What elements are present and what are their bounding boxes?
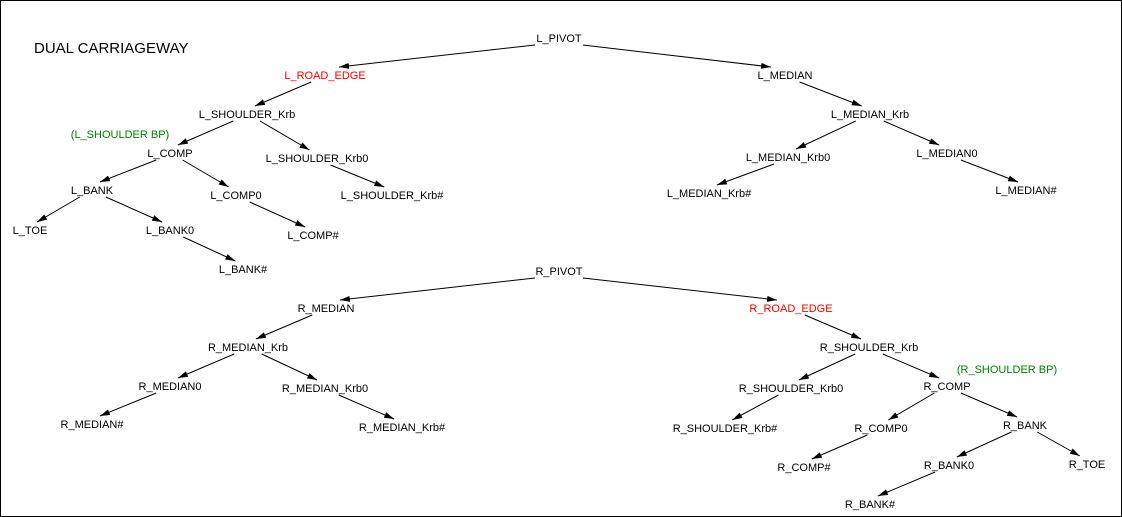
node-l-road-edge: L_ROAD_EDGE <box>284 70 365 82</box>
left-shoulder-bp-annotation: (L_SHOULDER BP) <box>71 129 169 141</box>
node-l-comp0: L_COMP0 <box>210 190 261 202</box>
arrow-l-shoulder-krb0-to-l-shoulder-krb-hash <box>330 164 385 188</box>
arrow-r-pivot-to-r-median <box>339 277 536 302</box>
node-r-median-krb: R_MEDIAN_Krb <box>208 342 288 354</box>
arrow-r-median-krb-to-r-median-krb0 <box>261 353 318 381</box>
node-r-shoulder-krb0: R_SHOULDER_Krb0 <box>739 383 844 395</box>
node-r-toe: R_TOE <box>1069 459 1105 471</box>
node-l-median-krb-hash: L_MEDIAN_Krb# <box>667 188 752 200</box>
arrow-l-shoulder-krb-to-l-shoulder-krb0 <box>259 120 310 151</box>
node-r-median-krb-hash: R_MEDIAN_Krb# <box>359 422 446 434</box>
diagram-title: DUAL CARRIAGEWAY <box>34 40 188 57</box>
node-l-bank0: L_BANK0 <box>146 225 194 237</box>
node-r-median-krb0: R_MEDIAN_Krb0 <box>282 383 368 395</box>
node-l-shoulder-krb0: L_SHOULDER_Krb0 <box>266 153 369 165</box>
node-r-median: R_MEDIAN <box>298 303 355 315</box>
right-shoulder-bp-annotation: (R_SHOULDER BP) <box>957 364 1057 376</box>
node-r-pivot: R_PIVOT <box>535 266 582 278</box>
arrow-l-median0-to-l-median-hash <box>960 159 1019 183</box>
arrow-l-comp-to-l-bank <box>99 159 157 183</box>
arrow-l-median-to-l-median-krb <box>799 81 862 107</box>
arrow-r-shoulder-krb-to-r-comp <box>882 353 940 379</box>
arrow-l-bank-to-l-toe <box>36 196 81 223</box>
arrow-r-comp-to-r-comp0 <box>888 392 935 421</box>
node-l-comp: L_COMP <box>147 148 192 160</box>
labels: DUAL CARRIAGEWAY (L_SHOULDER BP) (R_SHOU… <box>13 33 1106 511</box>
arrow-r-shoulder-krb0-to-r-shoulder-krb-hash <box>732 394 779 421</box>
node-l-comp-hash: L_COMP# <box>287 230 339 242</box>
arrow-l-comp-to-l-comp0 <box>182 159 229 188</box>
node-r-road-edge: R_ROAD_EDGE <box>749 303 832 315</box>
node-l-shoulder-krb: L_SHOULDER_Krb <box>199 109 296 121</box>
node-r-bank0: R_BANK0 <box>924 460 974 472</box>
node-l-shoulder-krb-hash: L_SHOULDER_Krb# <box>341 190 445 202</box>
node-l-median-krb: L_MEDIAN_Krb <box>831 109 909 121</box>
node-l-toe: L_TOE <box>13 225 48 237</box>
arrow-l-median-krb-to-l-median-krb0 <box>795 120 857 150</box>
arrow-l-bank-to-l-bank0 <box>105 196 163 223</box>
arrow-r-median-to-r-median-krb <box>255 314 313 340</box>
node-r-median0: R_MEDIAN0 <box>139 381 202 393</box>
arrow-r-bank-to-r-toe <box>1036 431 1081 457</box>
node-r-median-hash: R_MEDIAN# <box>61 419 125 431</box>
arrow-r-road-edge-to-r-shoulder-krb <box>804 314 862 340</box>
node-r-comp0: R_COMP0 <box>854 423 907 435</box>
node-r-comp: R_COMP <box>923 381 970 393</box>
node-l-bank: L_BANK <box>71 185 114 197</box>
arrow-r-median0-to-r-median-hash <box>99 392 157 417</box>
arrow-l-median-krb-to-l-median0 <box>883 120 940 146</box>
node-r-bank: R_BANK <box>1003 420 1048 432</box>
edges <box>36 44 1081 497</box>
node-r-comp-hash: R_COMP# <box>777 462 831 474</box>
arrow-l-median-krb0-to-l-median-krb-hash <box>716 163 775 186</box>
arrow-l-road-edge-to-l-shoulder-krb <box>254 81 312 107</box>
arrow-l-pivot-to-l-median <box>582 44 772 69</box>
node-r-bank-hash: R_BANK# <box>845 499 896 511</box>
arrow-r-comp-to-r-bank <box>960 392 1018 418</box>
node-l-median-hash: L_MEDIAN# <box>995 185 1057 197</box>
node-r-shoulder-krb: R_SHOULDER_Krb <box>820 342 918 354</box>
arrow-l-shoulder-krb-to-l-comp <box>177 120 234 146</box>
arrow-r-median-krb-to-r-median0 <box>177 353 235 379</box>
node-l-median-krb0: L_MEDIAN_Krb0 <box>746 152 830 164</box>
arrow-r-bank-to-r-bank0 <box>956 431 1012 458</box>
arrow-r-comp0-to-r-comp-hash <box>811 434 868 460</box>
arrow-l-comp0-to-l-comp-hash <box>249 201 306 228</box>
arrow-r-shoulder-krb-to-r-shoulder-krb0 <box>798 353 856 381</box>
node-l-median0: L_MEDIAN0 <box>916 148 977 160</box>
node-l-pivot: L_PIVOT <box>536 33 582 45</box>
arrow-r-bank0-to-r-bank-hash <box>877 471 936 497</box>
node-l-median: L_MEDIAN <box>757 70 812 82</box>
arrow-l-bank0-to-l-bank-hash <box>183 236 236 262</box>
node-r-shoulder-krb-hash: R_SHOULDER_Krb# <box>673 423 778 435</box>
arrow-l-pivot-to-l-road-edge <box>338 44 536 69</box>
node-l-bank-hash: L_BANK# <box>219 264 268 276</box>
arrow-r-median-krb0-to-r-median-krb-hash <box>338 394 395 420</box>
arrow-r-pivot-to-r-road-edge <box>582 277 778 302</box>
